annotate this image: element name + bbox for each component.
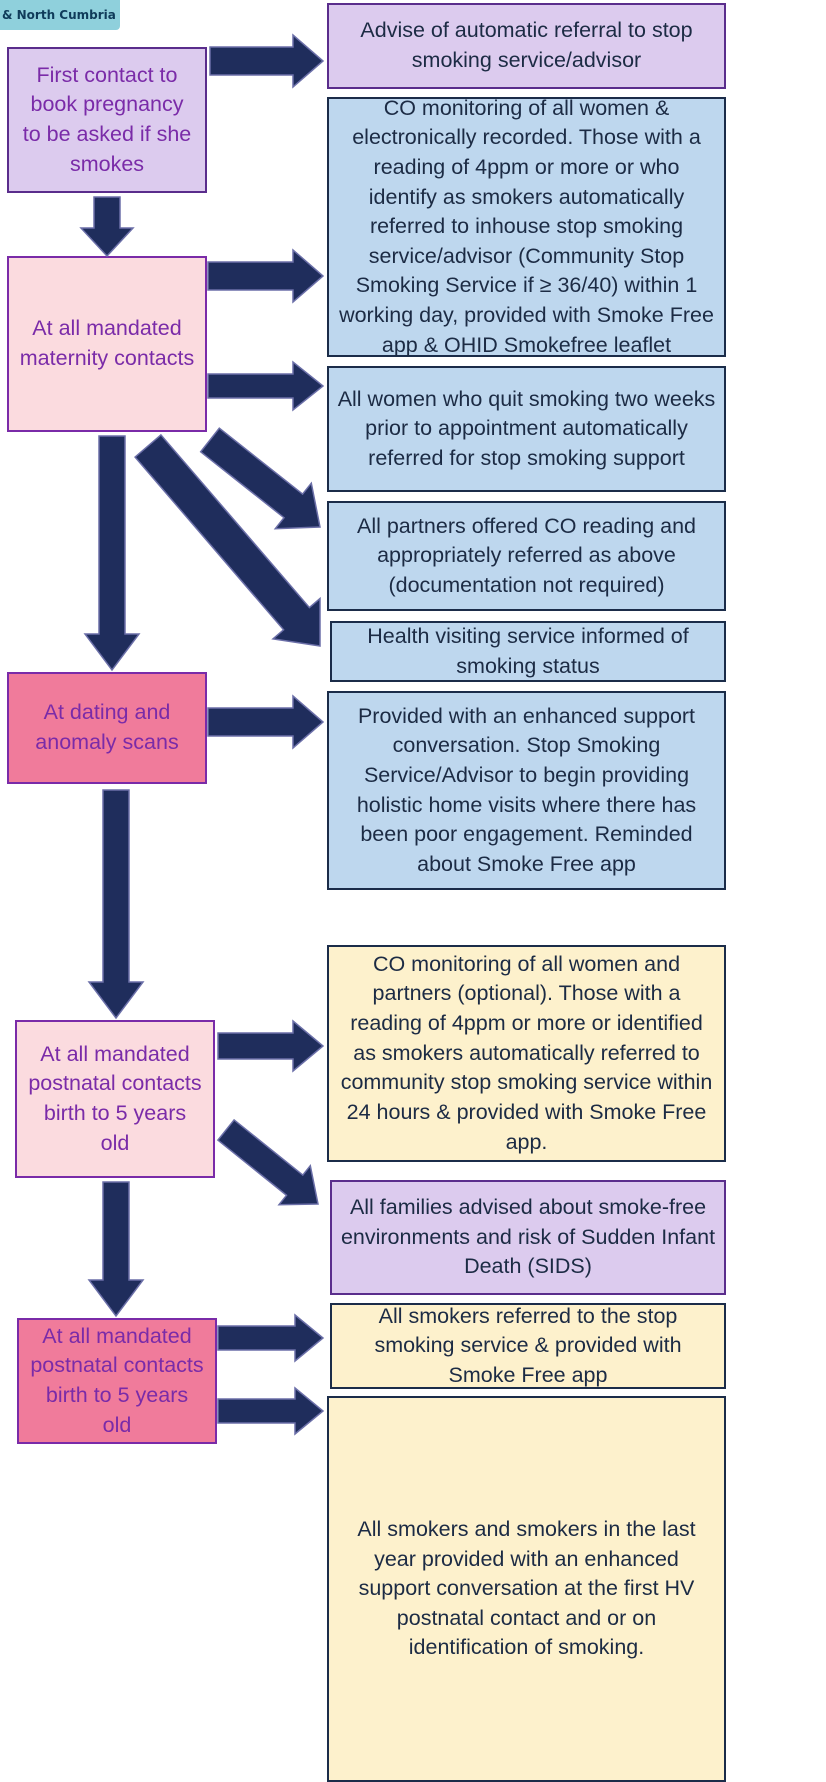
arrow-postnatal1-to-co-monitoring (217, 1019, 325, 1073)
arrow-maternity-to-partners (199, 427, 321, 530)
arrow-maternity-down (83, 435, 141, 672)
action-enhanced-support-conversation: Provided with an enhanced support conver… (327, 691, 726, 890)
stage-dating-anomaly-scans: At dating and anomaly scans (7, 672, 207, 784)
action-quit-two-weeks: All women who quit smoking two weeks pri… (327, 366, 726, 492)
stage-postnatal-contacts-1: At all mandated postnatal contacts birth… (15, 1020, 215, 1178)
arrow-scans-down (87, 789, 145, 1020)
action-health-visiting-informed: Health visiting service informed of smok… (330, 621, 726, 682)
arrow-postnatal2-to-smokers-referred (217, 1313, 325, 1363)
action-smoke-free-environments: All families advised about smoke-free en… (330, 1180, 726, 1295)
arrow-first-contact-down (79, 196, 135, 258)
stage-maternity-contacts: At all mandated maternity contacts (7, 256, 207, 432)
arrow-postnatal1-to-families (216, 1118, 319, 1206)
action-advise-referral: Advise of automatic referral to stop smo… (327, 3, 726, 89)
logo-text: & North Cumbria (2, 8, 116, 22)
arrow-maternity-to-quit (207, 360, 325, 412)
arrow-postnatal1-down (87, 1181, 145, 1318)
stage-first-contact: First contact to book pregnancy to be as… (7, 47, 207, 193)
action-partners-co-reading: All partners offered CO reading and appr… (327, 501, 726, 611)
arrow-scans-to-enhanced-support (207, 694, 325, 750)
organisation-logo: & North Cumbria (0, 0, 120, 30)
action-co-monitoring-postnatal: CO monitoring of all women and partners … (327, 945, 726, 1162)
arrow-postnatal2-to-enhanced-hv (217, 1386, 325, 1436)
action-enhanced-support-hv: All smokers and smokers in the last year… (327, 1396, 726, 1782)
action-smokers-referred: All smokers referred to the stop smoking… (330, 1303, 726, 1389)
arrow-first-contact-to-advise (209, 33, 325, 89)
arrow-maternity-to-co-monitoring (207, 248, 325, 304)
arrow-maternity-to-health-visiting (134, 433, 321, 647)
stage-postnatal-contacts-2: At all mandated postnatal contacts birth… (17, 1318, 217, 1444)
action-co-monitoring-women: CO monitoring of all women & electronica… (327, 96, 726, 357)
